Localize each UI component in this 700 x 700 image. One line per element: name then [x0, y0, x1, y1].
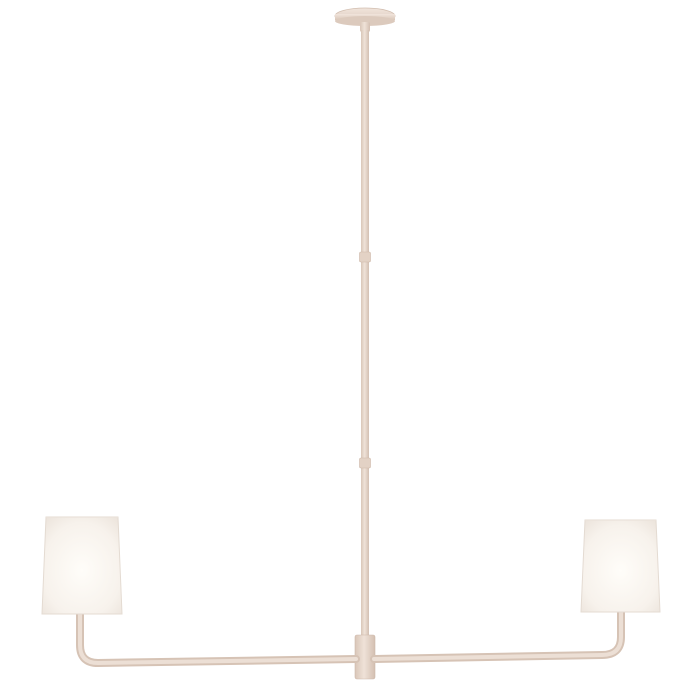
right-lamp-shade [580, 519, 661, 613]
down-rod [359, 30, 371, 658]
right-arm [370, 608, 625, 663]
left-arm [76, 608, 360, 667]
ceiling-canopy [334, 7, 396, 32]
left-lamp-shade [41, 516, 123, 615]
